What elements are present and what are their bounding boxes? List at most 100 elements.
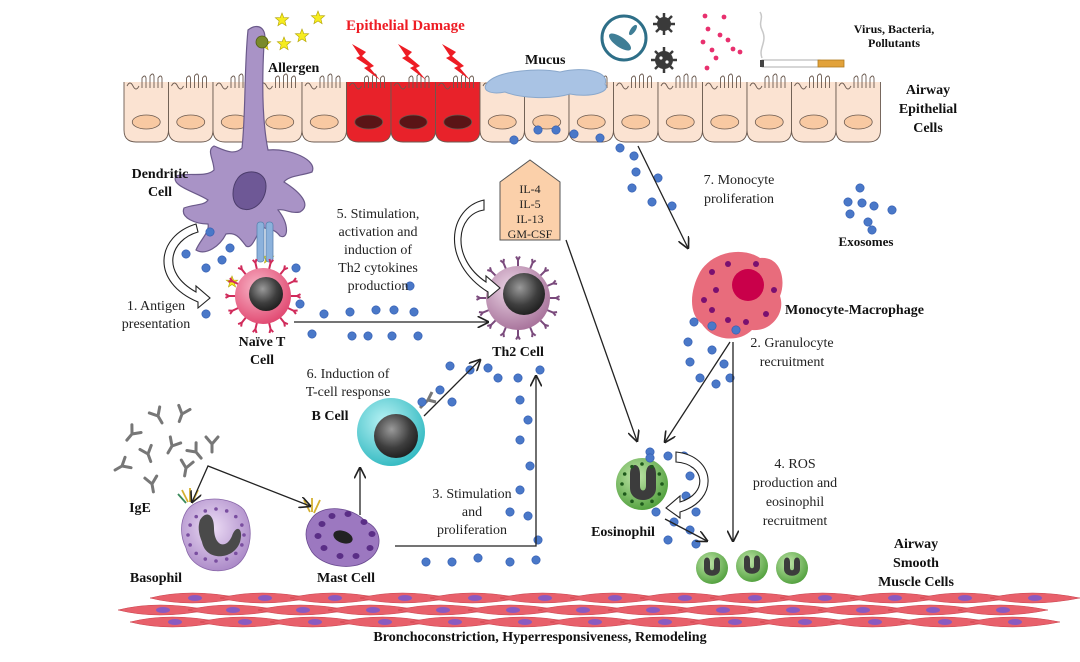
- exosome-dot: [689, 317, 699, 327]
- smooth-muscle-cell: [257, 604, 349, 616]
- exosome-dot: [505, 507, 515, 517]
- cytokine-box: IL-4 IL-5 IL-13 GM-CSF: [499, 159, 561, 241]
- exosome-dot: [515, 395, 525, 405]
- cytokine-il13: IL-13: [516, 212, 543, 226]
- smooth-muscle-cell: [199, 616, 291, 628]
- receptor-spike: [296, 293, 301, 297]
- receptor-spike: [279, 316, 285, 324]
- exosome-dot: [551, 125, 561, 135]
- smooth-muscle-cell: [339, 616, 431, 628]
- exosome-dot: [291, 263, 301, 273]
- pollutant-dot: [721, 14, 727, 20]
- exosome-dot: [533, 125, 543, 135]
- exosome-dot: [629, 151, 639, 161]
- granule: [214, 507, 218, 511]
- granule: [725, 317, 731, 323]
- granule: [194, 514, 199, 519]
- exosome-dot: [533, 535, 543, 545]
- smooth-muscle-cell: [969, 616, 1061, 628]
- epithelial-cell: [301, 73, 347, 143]
- b-cell: [357, 391, 437, 466]
- exosome-dot: [569, 129, 579, 139]
- exosome-dot: [515, 435, 525, 445]
- exosome-dot: [513, 373, 523, 383]
- exosome-dot: [719, 359, 729, 369]
- smooth-muscle-cell: [639, 592, 731, 604]
- receptor-spike: [552, 279, 557, 285]
- exosome-dot: [663, 535, 673, 545]
- receptor-spike: [489, 324, 493, 329]
- receptor-spike: [279, 268, 285, 276]
- granule: [188, 523, 192, 527]
- receptor-spike: [269, 328, 274, 333]
- exosome-dot: [483, 363, 493, 373]
- exosome-dot: [515, 485, 525, 495]
- pollutant-particles-icon: [700, 13, 743, 71]
- receptor-spike: [544, 323, 549, 327]
- exosome-dot: [627, 183, 637, 193]
- receptor-spike: [283, 265, 286, 270]
- exosome-dot: [731, 325, 741, 335]
- smooth-muscle-cell: [689, 616, 781, 628]
- basophil-label: Basophil: [130, 571, 182, 586]
- smooth-muscle-cell: [957, 604, 1049, 616]
- arrow-eosinophil-to-recruited: [664, 518, 707, 541]
- receptor-spike: [268, 258, 272, 264]
- receptor-spike: [283, 321, 289, 326]
- exosome-dot: [691, 539, 701, 549]
- pollutant-dot: [700, 39, 706, 45]
- granule: [753, 261, 759, 267]
- cytokine-il5: IL-5: [519, 197, 540, 211]
- exosome-dot: [413, 331, 423, 341]
- pathogens-label-line1: Virus, Bacteria,: [854, 22, 935, 36]
- th2-cell: [476, 256, 560, 340]
- exosome-dot: [535, 365, 545, 375]
- allergen-label: Allergen: [268, 61, 320, 76]
- cigarette-icon: [759, 11, 845, 68]
- receptor-spike: [268, 322, 272, 330]
- granule: [224, 557, 229, 561]
- granule: [328, 513, 336, 519]
- granule: [240, 543, 244, 547]
- exosome-dot: [217, 255, 227, 265]
- exosome-dot: [295, 299, 305, 309]
- arrows: [192, 145, 733, 547]
- granule: [620, 482, 624, 486]
- ige-antibody: [179, 458, 195, 478]
- receptor-spike: [499, 259, 505, 264]
- exosome-dot: [683, 337, 693, 347]
- step5-label-line4: Th2 cytokines: [338, 261, 418, 276]
- smooth-muscle-cell: [129, 616, 221, 628]
- arrow-epithelium-to-monocyte: [637, 145, 688, 248]
- receptor-spike: [543, 267, 547, 272]
- exosome-dot: [707, 345, 717, 355]
- granule: [763, 311, 769, 317]
- exosome-dot: [725, 373, 735, 383]
- ige-antibody: [113, 455, 133, 472]
- exosome-dot: [691, 507, 701, 517]
- damaged-epithelial-cell: [346, 73, 392, 143]
- exosome-dot: [523, 511, 533, 521]
- mast-cell: [303, 498, 380, 567]
- allergen-star: [310, 10, 326, 25]
- receptor-spike: [229, 310, 234, 315]
- exosome-dot: [685, 357, 695, 367]
- smooth-muscle-cell: [429, 592, 521, 604]
- granule: [725, 261, 731, 267]
- receptor-spike: [231, 306, 240, 312]
- granule: [366, 545, 374, 551]
- granule: [318, 521, 326, 527]
- smooth-muscle-cell: [327, 604, 419, 616]
- granule: [701, 297, 707, 303]
- epithelial-cell: [746, 73, 792, 143]
- exosome-dot: [345, 307, 355, 317]
- exosome-dot: [863, 217, 873, 227]
- exosome-dot: [363, 331, 373, 341]
- exosome-dot: [387, 331, 397, 341]
- granule: [214, 559, 218, 563]
- epithelial-cell: [568, 73, 614, 143]
- exosome-dot: [695, 373, 705, 383]
- granule: [713, 287, 719, 293]
- pollutant-dot: [704, 65, 710, 71]
